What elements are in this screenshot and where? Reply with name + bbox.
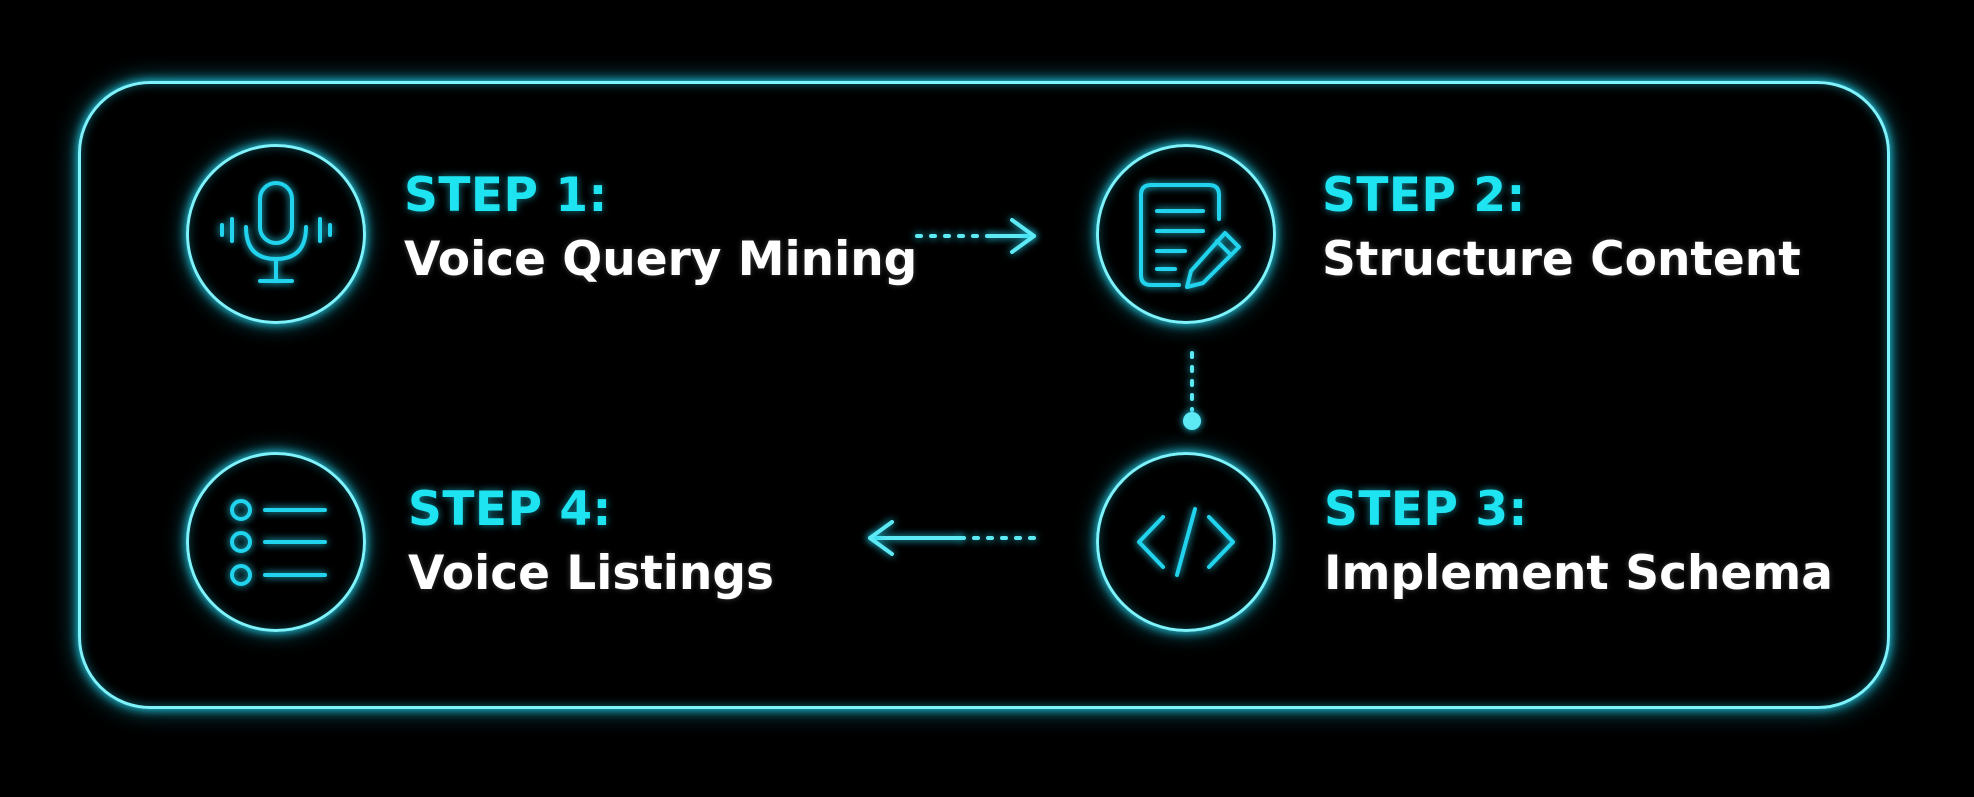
step-3-number: STEP 3: bbox=[1324, 482, 1528, 537]
connector-step2-to-step3 bbox=[1183, 351, 1201, 430]
step-4-icon-circle bbox=[186, 452, 366, 632]
list-icon bbox=[230, 499, 327, 586]
step-3-title: Implement Schema bbox=[1324, 546, 1833, 601]
step-4-label: STEP 4: Voice Listings bbox=[408, 479, 774, 607]
step-2-number: STEP 2: bbox=[1322, 168, 1526, 223]
step-4-number: STEP 4: bbox=[408, 482, 612, 537]
step-2-label: STEP 2: Structure Content bbox=[1322, 165, 1801, 293]
step-3-label: STEP 3: Implement Schema bbox=[1324, 479, 1833, 607]
arrow-step1-to-step2 bbox=[915, 218, 1036, 254]
step-2-title: Structure Content bbox=[1322, 232, 1801, 287]
step-3-icon-circle bbox=[1096, 452, 1276, 632]
microphone-icon bbox=[220, 181, 332, 283]
step-1-label: STEP 1: Voice Query Mining bbox=[404, 165, 917, 293]
process-frame bbox=[78, 81, 1890, 709]
step-2-icon-circle bbox=[1096, 144, 1276, 324]
step-1-icon-circle bbox=[186, 144, 366, 324]
document-edit-icon bbox=[1139, 183, 1241, 289]
step-1-number: STEP 1: bbox=[404, 168, 608, 223]
arrow-step3-to-step4 bbox=[868, 520, 1036, 556]
code-icon bbox=[1137, 507, 1235, 577]
step-1-title: Voice Query Mining bbox=[404, 232, 918, 287]
step-4-title: Voice Listings bbox=[408, 546, 774, 601]
